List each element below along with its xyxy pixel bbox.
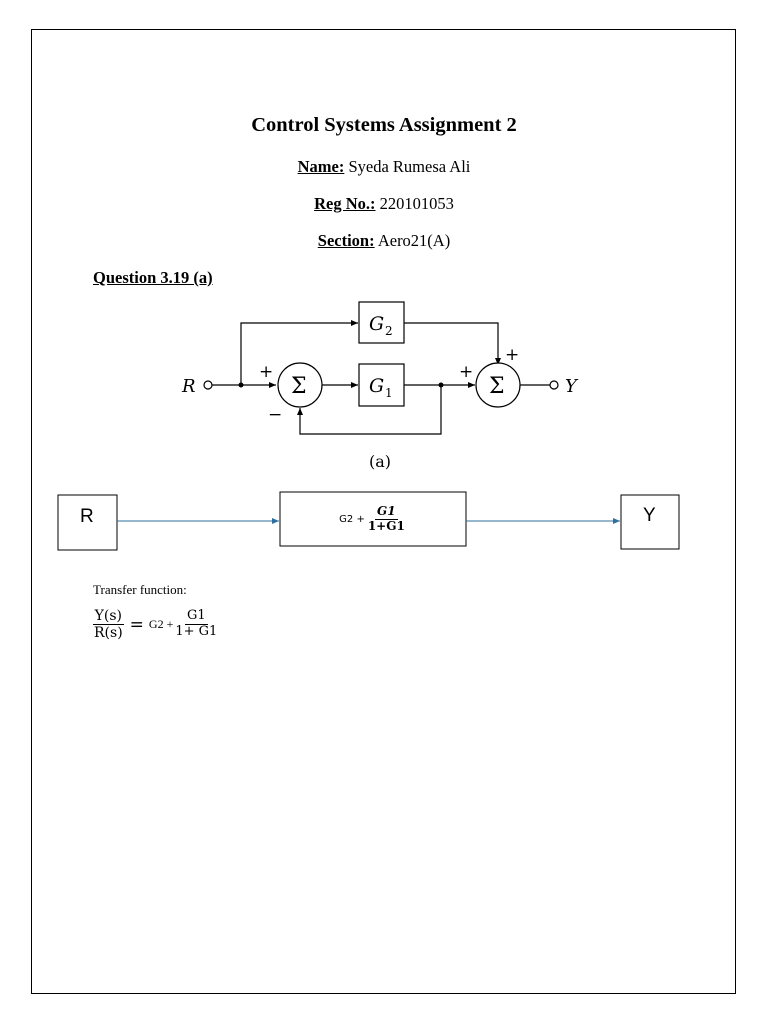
g2-symbol: G <box>369 313 384 335</box>
sigma-2: Σ <box>489 374 505 399</box>
lhs-numerator: Y(s) <box>92 608 124 626</box>
reduced-input-label: R <box>80 506 94 527</box>
question-heading: Question 3.19 (a) <box>93 268 213 287</box>
input-node <box>203 380 213 390</box>
reduced-denominator: 1+G1 <box>367 518 405 533</box>
minus-sign: − <box>268 405 282 425</box>
plus-sign-2: + <box>459 362 473 382</box>
sigma-1: Σ <box>291 374 307 399</box>
plus-sign-1: + <box>259 362 273 382</box>
transfer-function-caption: Transfer function: <box>93 582 187 597</box>
section-label: Section: <box>317 231 375 250</box>
page-title: Control Systems Assignment 2 <box>251 114 517 136</box>
section-value: Aero21(A) <box>374 231 451 250</box>
block-g1 <box>358 363 405 407</box>
g2-subscript: 2 <box>385 324 393 338</box>
reg-value: 220101053 <box>375 194 454 213</box>
rhs-denominator: 1+ G1 <box>175 624 218 640</box>
name-label: Name: <box>297 157 345 176</box>
plus-sign-3: + <box>505 345 519 365</box>
reg-label: Reg No.: <box>314 194 376 213</box>
output-node <box>549 380 559 390</box>
g1-subscript: 1 <box>385 386 393 400</box>
wire-to-g2 <box>240 320 358 385</box>
transfer-function-equation: Y(s) R(s) = G2 + G1 1+ G1 <box>92 608 219 641</box>
reduced-fraction: G1 1+G1 <box>366 503 407 534</box>
reduced-numerator: G1 <box>375 503 398 520</box>
figure-caption: (a) <box>369 452 391 471</box>
page-border <box>31 29 736 994</box>
equals-sign: = <box>129 614 144 635</box>
rhs-numerator: G1 <box>184 608 208 626</box>
wire-feedback <box>297 385 442 435</box>
reg-line: Reg No.: 220101053 <box>0 194 768 214</box>
reduced-g2-term: G2 + <box>339 513 365 525</box>
lhs-fraction: Y(s) R(s) <box>92 608 125 641</box>
rhs-g2-term: G2 + <box>148 617 174 632</box>
section-line: Section: Aero21(A) <box>0 231 768 251</box>
g1-symbol: G <box>369 375 384 397</box>
reduced-output-box <box>620 494 680 550</box>
reduced-block <box>279 491 467 547</box>
reduced-output-label: Y <box>643 505 656 526</box>
name-value: Syeda Rumesa Ali <box>344 157 471 176</box>
fig-input-label: R <box>181 376 196 397</box>
name-line: Name: Syeda Rumesa Ali <box>0 157 768 177</box>
lhs-denominator: R(s) <box>94 625 123 642</box>
reduced-block-expression: G2 + G1 1+G1 <box>280 492 466 546</box>
fig-output-label: Y <box>565 376 579 397</box>
wire-g2-to-sum2 <box>404 322 501 365</box>
rhs-fraction: G1 1+ G1 <box>173 608 219 640</box>
reduced-input-box <box>57 494 118 551</box>
